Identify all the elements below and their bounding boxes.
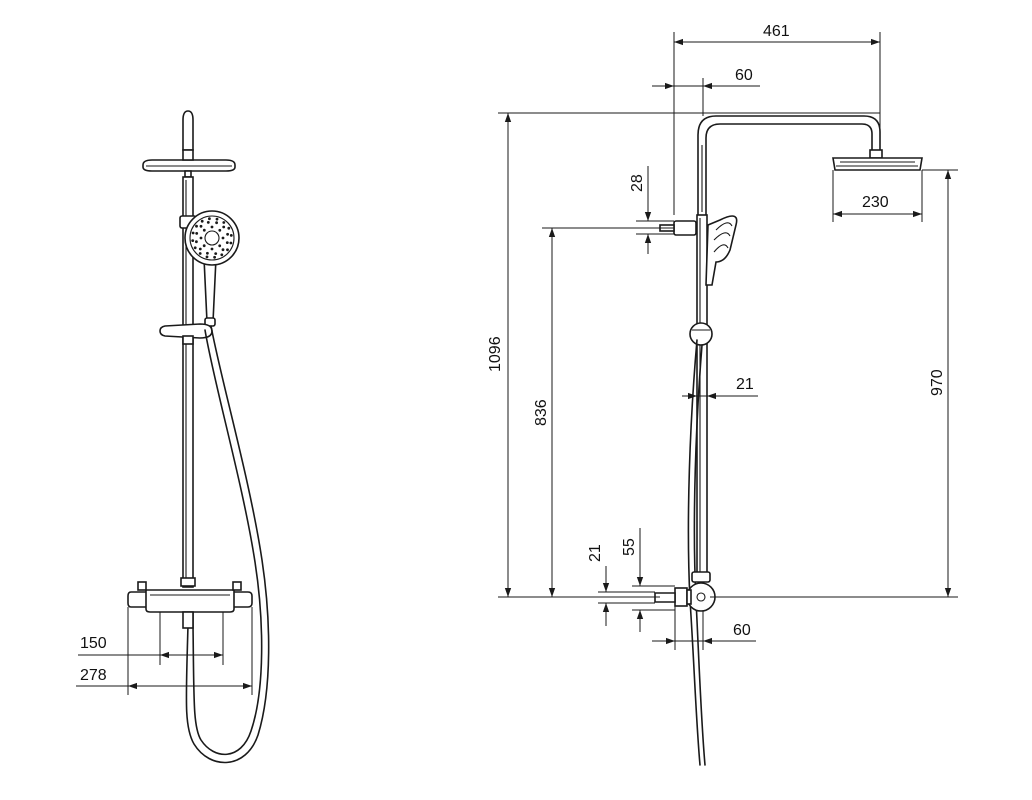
spray-nozzle xyxy=(202,228,206,232)
hand-shower-front xyxy=(179,210,240,327)
dimension-21-bar: 21 xyxy=(682,376,758,400)
spray-nozzle xyxy=(218,228,222,232)
spray-nozzle xyxy=(226,248,229,252)
spray-nozzle xyxy=(226,232,230,236)
dimension-278: 278 xyxy=(76,607,253,695)
spray-nozzle xyxy=(202,244,206,248)
slider-front xyxy=(159,323,213,345)
spray-nozzle xyxy=(195,232,199,235)
spray-nozzle xyxy=(220,253,224,257)
dimension-label-150: 150 xyxy=(80,635,107,652)
spray-nozzle xyxy=(222,221,226,224)
spray-nozzle xyxy=(206,251,209,255)
dimension-label-1096: 1096 xyxy=(487,336,504,372)
spray-nozzle xyxy=(222,225,226,229)
overhead-shower-front xyxy=(142,110,236,178)
spray-nozzle xyxy=(198,252,202,255)
spray-nozzle xyxy=(229,234,233,237)
dimension-55: 55 xyxy=(621,528,675,632)
spray-nozzle xyxy=(199,224,203,228)
spray-nozzle xyxy=(210,247,214,251)
spray-nozzle xyxy=(229,241,233,245)
spray-nozzle xyxy=(214,252,218,256)
dimension-461: 461 xyxy=(673,23,881,215)
spray-nozzle xyxy=(221,248,225,252)
dimension-230: 230 xyxy=(832,170,923,222)
dimension-label-60-top: 60 xyxy=(735,67,753,84)
dimension-60-bottom: 60 xyxy=(652,606,756,650)
dimension-label-60-bottom: 60 xyxy=(733,622,751,639)
dimension-label-970: 970 xyxy=(929,369,946,396)
dimension-label-278: 278 xyxy=(80,667,107,684)
dimension-836: 836 xyxy=(533,227,674,597)
spray-nozzle xyxy=(210,225,214,229)
spray-nozzle xyxy=(206,221,210,224)
spray-nozzle xyxy=(200,219,204,223)
dimension-label-836: 836 xyxy=(533,399,550,426)
slider-side xyxy=(689,322,713,346)
dimension-label-55: 55 xyxy=(621,538,638,556)
spray-nozzle xyxy=(227,226,231,230)
spray-nozzle xyxy=(225,241,229,245)
spray-nozzle xyxy=(195,224,198,228)
spray-nozzle xyxy=(208,217,211,221)
dimension-label-28: 28 xyxy=(629,174,646,192)
hand-shower-side xyxy=(705,215,738,286)
dimension-label-230: 230 xyxy=(862,194,889,211)
front-view: 150 278 xyxy=(76,110,270,764)
dimension-28: 28 xyxy=(629,166,674,254)
spray-nozzle xyxy=(218,244,222,248)
dimension-970: 970 xyxy=(710,169,958,598)
riser-bar-side xyxy=(659,214,708,576)
spray-nozzle xyxy=(221,236,225,240)
spray-nozzle xyxy=(205,255,209,259)
side-view: 461 60 1096 28 230 xyxy=(487,23,958,766)
thermostat-front xyxy=(127,577,253,629)
overhead-shower-side xyxy=(832,149,923,171)
thermostat-side xyxy=(654,571,716,612)
spray-nozzle xyxy=(198,247,202,251)
spray-nozzle xyxy=(213,255,217,259)
dimension-60-top: 60 xyxy=(652,67,760,116)
spray-nozzle xyxy=(215,217,219,221)
spray-nozzle xyxy=(215,221,219,225)
dimension-21-bottom: 21 xyxy=(587,544,655,626)
hose-front xyxy=(185,325,270,764)
spray-nozzle xyxy=(191,231,195,235)
overhead-arm-side xyxy=(697,115,881,216)
spray-nozzle xyxy=(193,246,197,250)
dimension-label-21-bottom: 21 xyxy=(587,544,604,562)
dimension-label-21-bar: 21 xyxy=(736,376,754,393)
dimension-label-461: 461 xyxy=(763,23,790,40)
spray-nozzle xyxy=(195,240,198,244)
spray-nozzle xyxy=(191,239,195,243)
dimension-1096: 1096 xyxy=(487,112,880,598)
spray-nozzle xyxy=(199,236,203,240)
dimension-150: 150 xyxy=(78,612,224,665)
